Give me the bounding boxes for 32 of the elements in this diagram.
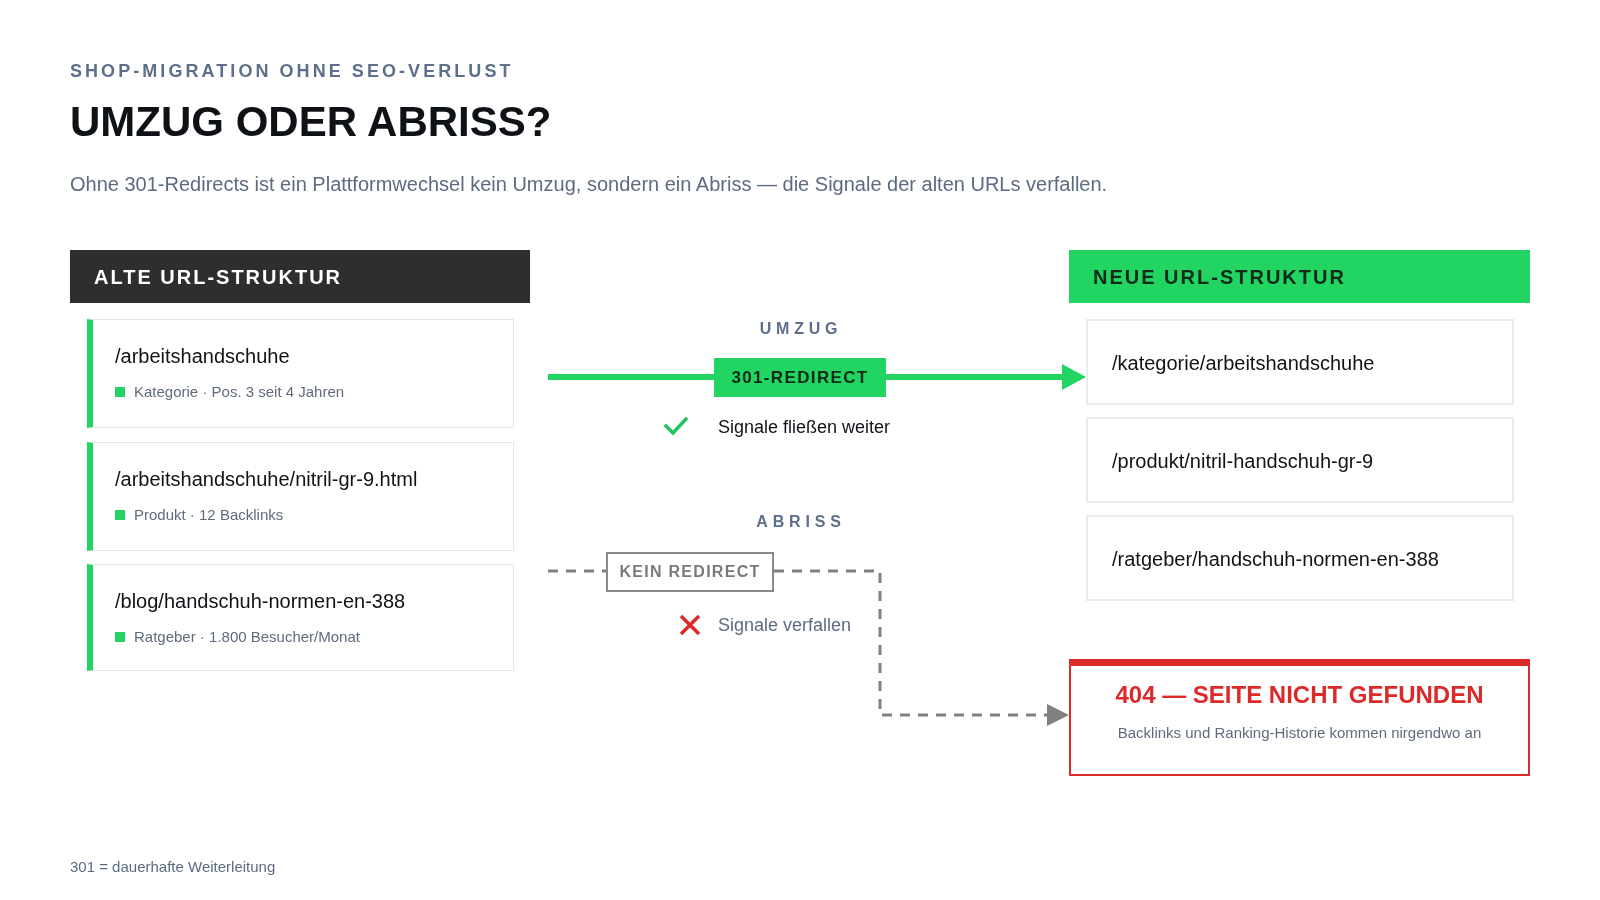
url-path: /ratgeber/handschuh-normen-en-388 [1112, 547, 1439, 572]
url-card [87, 564, 514, 671]
url-path: /arbeitshandschuhe [115, 344, 290, 368]
redirect-tag: 301-REDIRECT [714, 358, 886, 397]
url-meta: Produkt · 12 Backlinks [134, 505, 284, 525]
url-path: /blog/handschuh-normen-en-388 [115, 589, 406, 613]
kicker-heading: SHOP-MIGRATION OHNE SEO-VERLUST [70, 60, 514, 83]
url-meta: Kategorie · Pos. 3 seit 4 Jahren [134, 382, 345, 402]
column-header: NEUE URL-STRUKTUR [1069, 250, 1530, 303]
url-meta: Ratgeber · 1.800 Besucher/Monat [134, 627, 360, 647]
url-path: /kategorie/arbeitshandschuhe [1112, 351, 1375, 376]
page-title: UMZUG ODER ABRISS? [70, 97, 552, 147]
url-card [87, 319, 514, 428]
footnote: 301 = dauerhafte Weiterleitung [70, 857, 276, 877]
url-path: /produkt/nitril-handschuh-gr-9 [1112, 449, 1374, 474]
column-header: ALTE URL-STRUKTUR [70, 250, 530, 303]
lead-text: Ohne 301-Redirects ist ein Plattformwechsel kein Umzug, sondern ein Abriss — die Signale der alten URLs verfallen. [70, 172, 1108, 197]
error-title: 404 — SEITE NICHT GEFUNDEN [1115, 680, 1484, 710]
dashed-arrow [774, 569, 1069, 726]
url-card [87, 442, 514, 551]
status-note: Signale fließen weiter [718, 416, 891, 439]
redirect-tag: KEIN REDIRECT [606, 552, 774, 592]
section-label: ABRISS [755, 512, 847, 532]
status-note: Signale verfallen [718, 614, 852, 637]
dashed-connector-line [548, 569, 606, 573]
error-description: Backlinks und Ranking-Historie kommen nirgendwo an [1117, 723, 1482, 743]
url-path: /arbeitshandschuhe/nitril-gr-9.html [115, 467, 418, 491]
error-box [1069, 659, 1530, 776]
arrow [886, 364, 1086, 390]
url-card [1086, 319, 1514, 405]
connector-line [548, 374, 714, 380]
section-label: UMZUG [758, 319, 844, 339]
